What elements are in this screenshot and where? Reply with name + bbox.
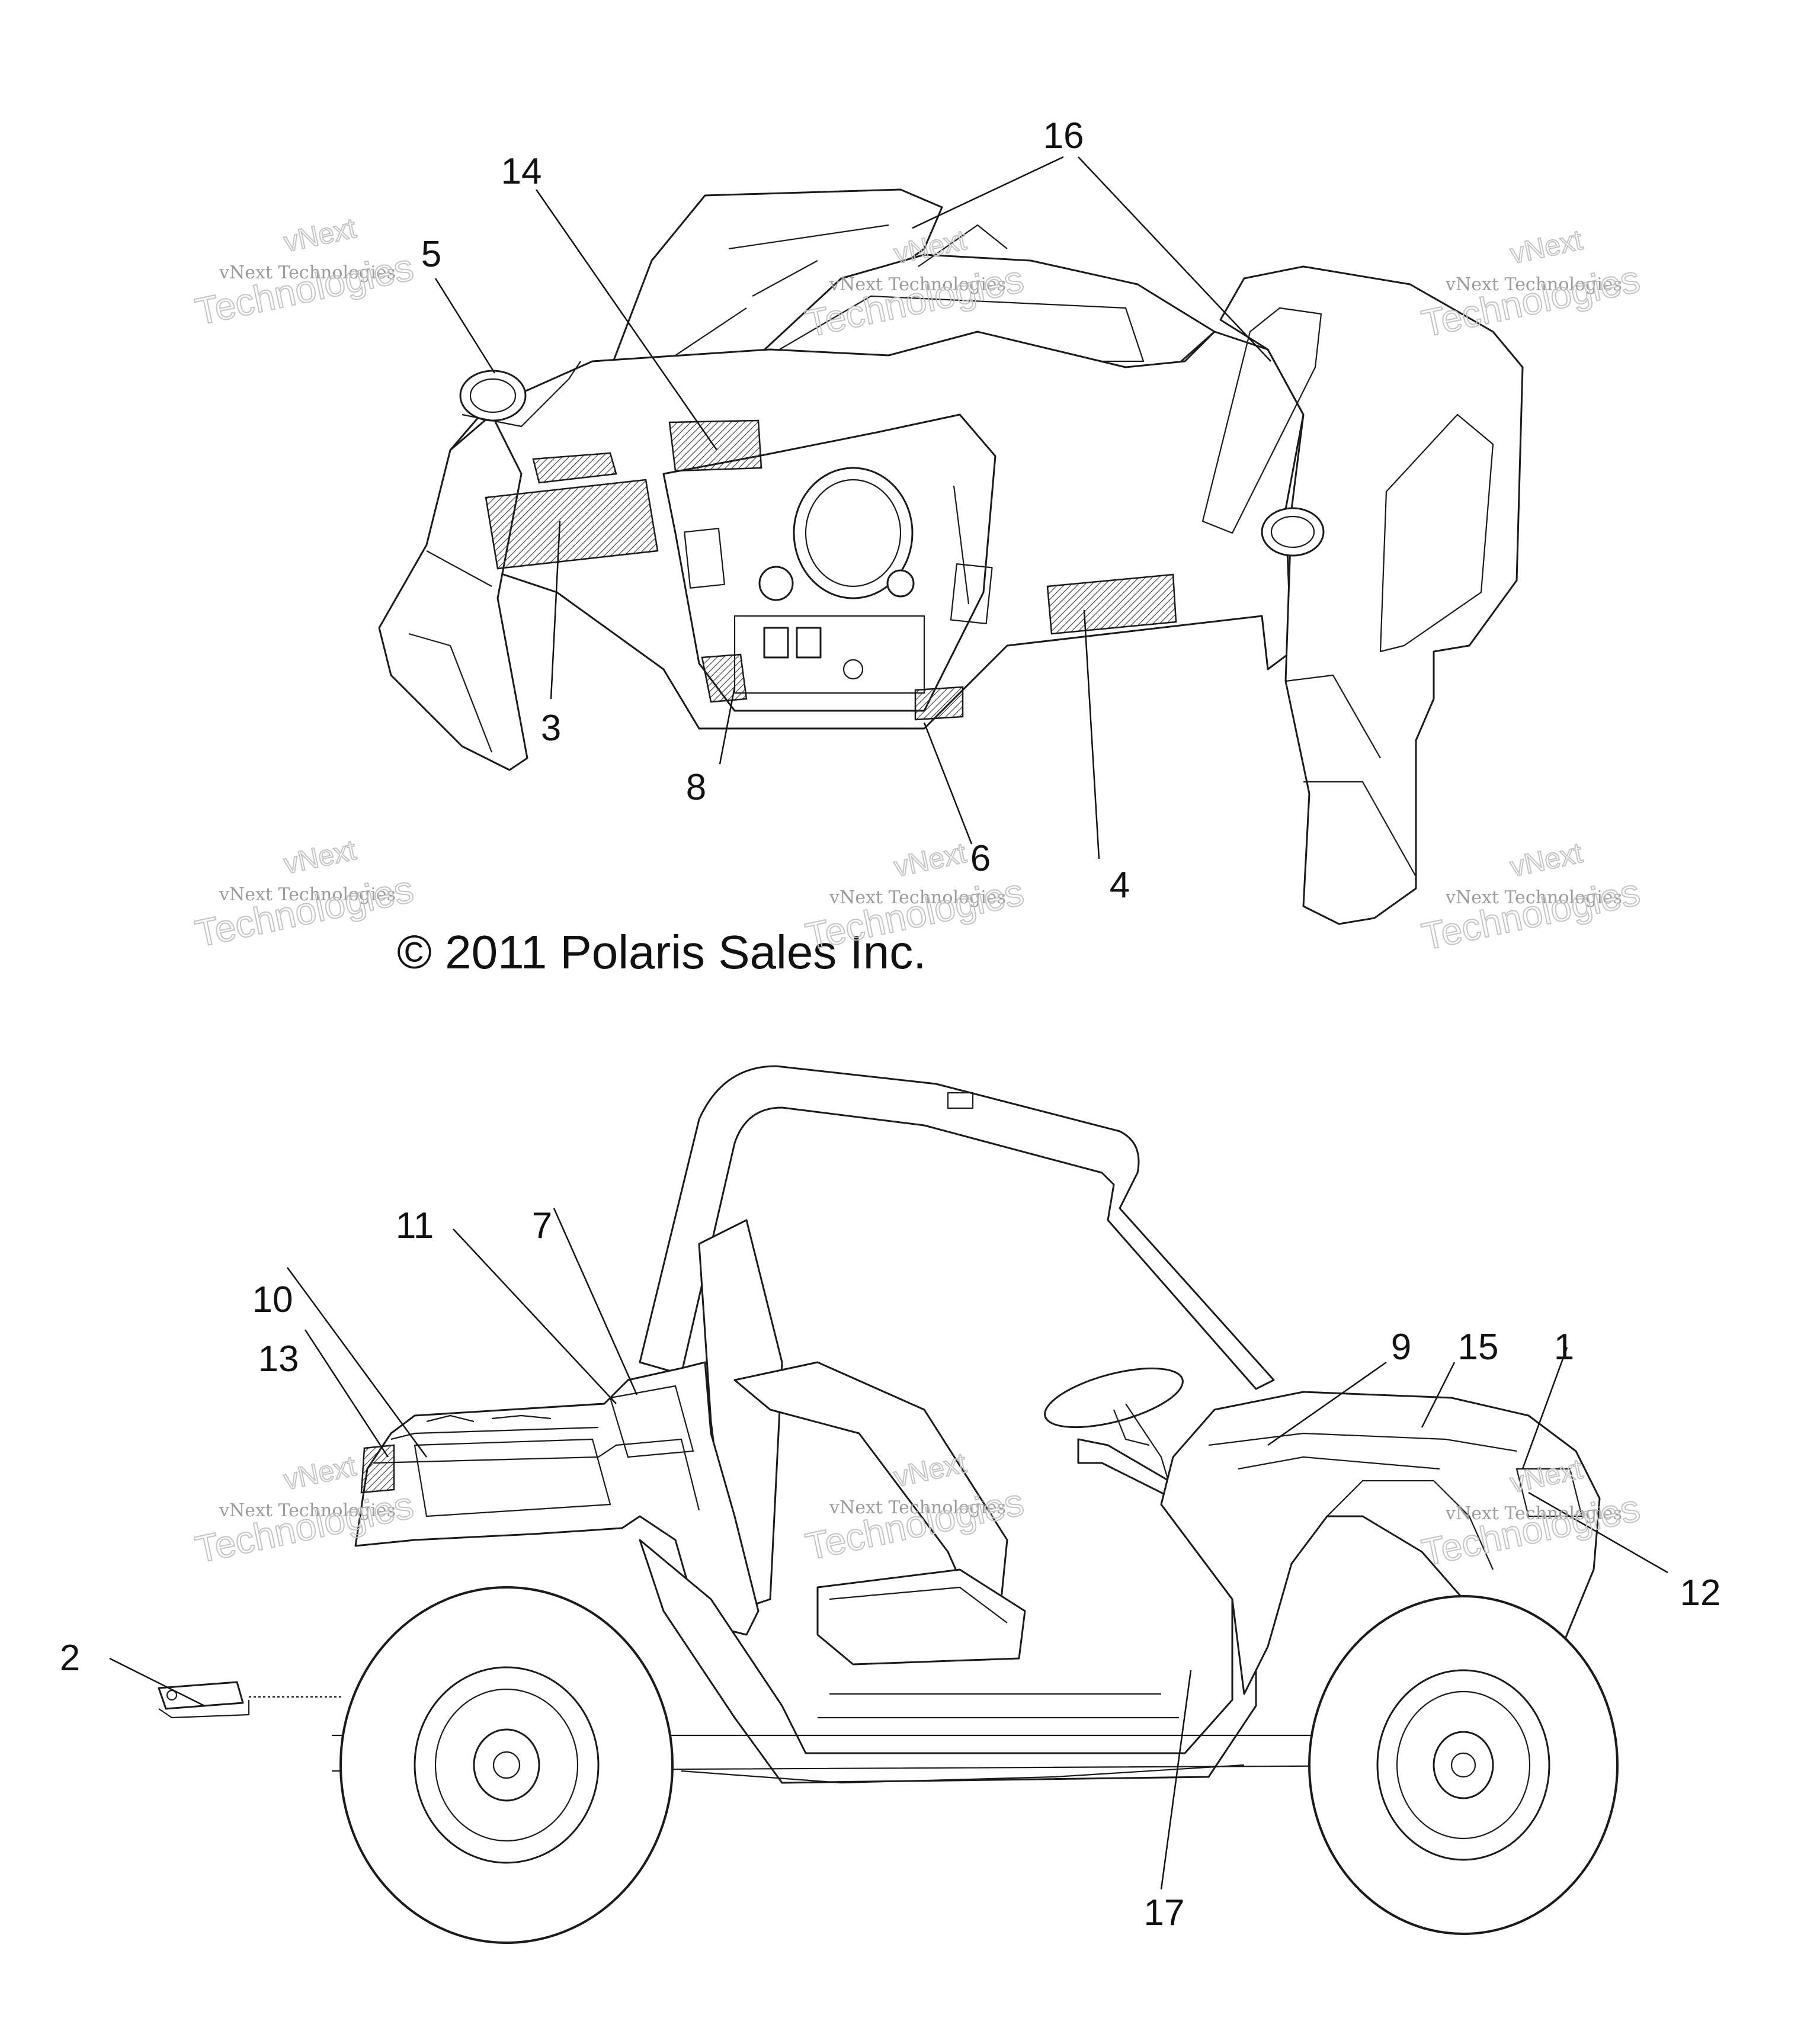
decal-6 [914, 686, 964, 721]
svg-text:vNext Technologies: vNext Technologies [219, 262, 396, 283]
callout-16: 16 [1043, 115, 1084, 156]
callout-14: 14 [501, 151, 542, 192]
vehicle-side-view [158, 1065, 1619, 1944]
callout-10: 10 [252, 1279, 293, 1320]
callout-9: 9 [1391, 1327, 1411, 1368]
side-leaders [109, 1208, 1668, 1890]
callout-4: 4 [1110, 865, 1130, 906]
callout-17: 17 [1144, 1892, 1185, 1933]
svg-text:vNext: vNext [281, 1451, 358, 1496]
svg-text:vNext: vNext [891, 838, 969, 883]
decal-13 [360, 1444, 395, 1494]
svg-text:vNext Technologies: vNext Technologies [829, 274, 1006, 295]
decal-8 [701, 653, 748, 703]
decal-4 [1046, 573, 1177, 635]
callout-3: 3 [541, 708, 561, 749]
svg-text:Technologies: Technologies [1418, 257, 1643, 345]
svg-text:vNext: vNext [281, 213, 358, 258]
callout-6: 6 [970, 838, 991, 879]
watermark-mid-right: vNext vNext Technologies Technologies [1418, 837, 1644, 959]
callout-7: 7 [532, 1205, 552, 1246]
callouts: 16 14 5 3 8 6 4 11 7 10 13 9 15 1 12 2 1… [60, 115, 1721, 1933]
watermark-top-right: vNext vNext Technologies Technologies [1418, 224, 1644, 346]
svg-text:vNext: vNext [1507, 224, 1585, 270]
svg-text:vNext Technologies: vNext Technologies [1445, 887, 1622, 908]
callout-11: 11 [396, 1205, 434, 1246]
watermark-mid-left: vNext vNext Technologies Technologies [191, 834, 418, 956]
callout-12: 12 [1680, 1573, 1721, 1613]
callout-15: 15 [1458, 1327, 1499, 1368]
callout-2: 2 [60, 1638, 80, 1679]
dashboard-assembly [378, 188, 1524, 925]
svg-text:vNext Technologies: vNext Technologies [1445, 274, 1622, 295]
callout-8: 8 [686, 767, 706, 808]
svg-text:Technologies: Technologies [192, 1483, 417, 1571]
copyright-text: © 2011 Polaris Sales Inc. [397, 926, 926, 978]
decal-3 [485, 479, 659, 570]
svg-text:Technologies: Technologies [1418, 870, 1643, 958]
callout-13: 13 [258, 1339, 299, 1379]
callout-5: 5 [421, 234, 441, 275]
svg-text:vNext Technologies: vNext Technologies [219, 884, 396, 905]
watermark-top-left: vNext vNext Technologies Technologies [191, 212, 418, 334]
svg-text:vNext Technologies: vNext Technologies [829, 887, 1006, 908]
svg-text:vNext: vNext [1507, 838, 1585, 883]
svg-text:Technologies: Technologies [192, 867, 417, 955]
svg-text:vNext Technologies: vNext Technologies [829, 1497, 1006, 1518]
decal-3b [532, 452, 617, 484]
decal-14 [668, 419, 762, 472]
svg-text:vNext: vNext [281, 835, 358, 880]
svg-text:vNext Technologies: vNext Technologies [1445, 1503, 1622, 1524]
svg-text:vNext Technologies: vNext Technologies [219, 1500, 396, 1521]
svg-text:Technologies: Technologies [192, 245, 417, 333]
top-leaders [434, 156, 1271, 859]
callout-1: 1 [1554, 1327, 1574, 1368]
